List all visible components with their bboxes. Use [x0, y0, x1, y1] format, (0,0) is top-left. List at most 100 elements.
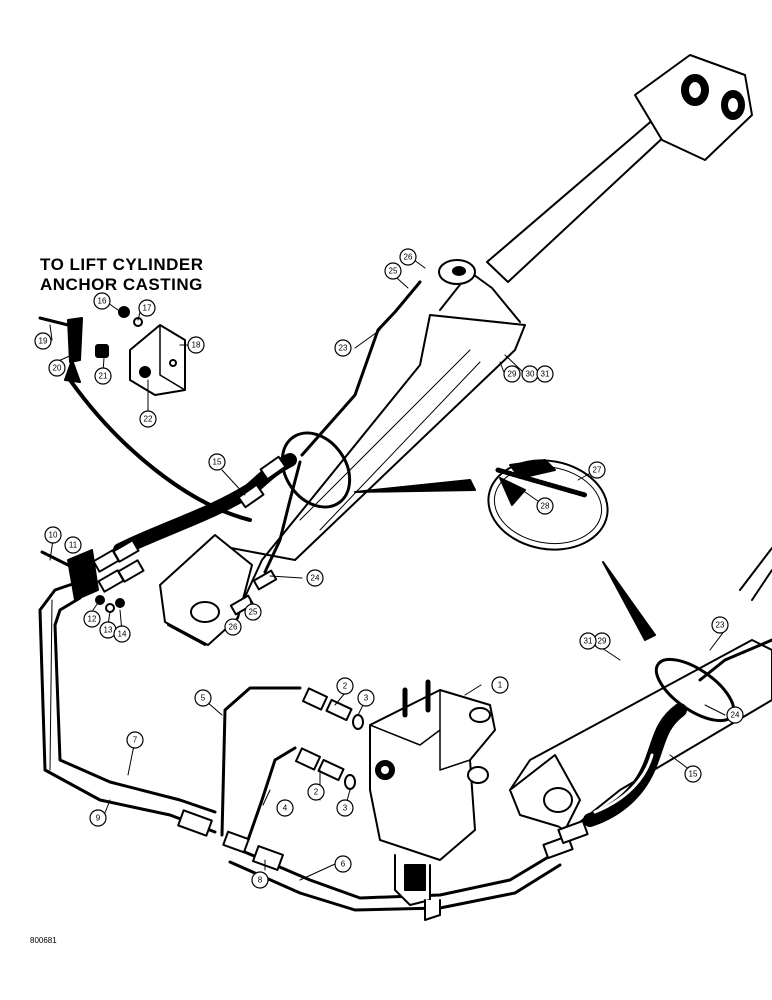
heading-line-1: TO LIFT CYLINDER: [40, 255, 204, 274]
callout-label: 23: [716, 621, 725, 630]
callout-label: 16: [98, 297, 107, 306]
clamp-band: [487, 459, 609, 551]
callout-circle: [34, 332, 52, 350]
bolt-19: [38, 316, 70, 327]
fitting-cluster-lower: [177, 809, 589, 871]
callout-15: 15: [208, 453, 226, 471]
callout-label: 29: [598, 637, 607, 646]
callout-label: 14: [118, 630, 127, 639]
callout-label: 29: [508, 370, 517, 379]
callout-label: 31: [584, 637, 593, 646]
callout-circle: [536, 497, 554, 515]
callout-circle: [276, 799, 294, 817]
callout-circle: [244, 603, 262, 621]
callout-label: 28: [541, 502, 550, 511]
adaptor-2-lower: [294, 747, 345, 782]
callout-11: 11: [64, 536, 82, 554]
callout-circle: [208, 453, 226, 471]
callout-label: 30: [526, 370, 535, 379]
left-rod-clevis: [634, 54, 753, 161]
callout-circle: [334, 855, 352, 873]
adaptor-2-upper: [301, 687, 353, 722]
callout-label: 21: [99, 372, 108, 381]
callout-circle: [113, 625, 131, 643]
callout-circle: [126, 731, 144, 749]
callout-circle: [579, 632, 597, 650]
callout-2: 2: [307, 783, 325, 801]
callout-7: 7: [126, 731, 144, 749]
callout-label: 25: [389, 267, 398, 276]
callout-label: 8: [258, 876, 263, 885]
callout-label: 31: [541, 370, 550, 379]
callout-label: 18: [192, 341, 201, 350]
anchor-bracket: [129, 324, 186, 396]
callout-19: 19: [34, 332, 52, 350]
callout-27: 27: [588, 461, 606, 479]
detail-pointer-left: [354, 479, 476, 493]
callout-label: 17: [143, 304, 152, 313]
right-lift-cylinder: [509, 547, 772, 831]
callout-3: 3: [336, 799, 354, 817]
callout-circle: [83, 610, 101, 628]
callout-label: 23: [339, 344, 348, 353]
tube-5: [220, 686, 302, 837]
clamp-screw: [509, 459, 556, 479]
callout-9: 9: [89, 809, 107, 827]
callout-circle: [224, 618, 242, 636]
callout-circle: [588, 461, 606, 479]
callout-21: 21: [94, 367, 112, 385]
fitting-cluster-left: [92, 539, 145, 593]
callout-label: 25: [249, 608, 258, 617]
callout-circle: [491, 676, 509, 694]
callout-circle: [44, 526, 62, 544]
callout-circle: [336, 799, 354, 817]
hose-clamp-detail: [487, 459, 609, 551]
o-ring-3-upper: [352, 714, 364, 730]
right-cylinder-rod: [739, 547, 772, 591]
left-cylinder-rod: [486, 117, 669, 283]
bracket-11: [67, 549, 99, 601]
callout-label: 11: [69, 541, 78, 550]
callout-label: 26: [404, 253, 413, 262]
leader-lines: [49, 256, 726, 881]
left-lift-cylinder: [159, 54, 753, 646]
tube-6: [238, 848, 562, 900]
callout-label: 24: [311, 574, 320, 583]
callout-label: 5: [201, 694, 206, 703]
callout-circle: [384, 262, 402, 280]
left-cylinder-clamp: [280, 431, 352, 509]
callout-17: 17: [138, 299, 156, 317]
callout-label: 3: [343, 804, 348, 813]
callout-label: 1: [498, 681, 503, 690]
callout-circle: [48, 359, 66, 377]
tube-7: [53, 596, 217, 814]
callout-24: 24: [726, 706, 744, 724]
callout-label: 4: [283, 804, 288, 813]
callout-label: 27: [593, 466, 602, 475]
callout-26: 26: [399, 248, 417, 266]
callout-10: 10: [44, 526, 62, 544]
callout-20: 20: [48, 359, 66, 377]
callout-31: 31: [536, 365, 554, 383]
callout-label: 19: [39, 337, 48, 346]
callout-circle: [399, 248, 417, 266]
callout-label: 15: [213, 458, 222, 467]
callout-circle: [94, 367, 112, 385]
callout-31: 31: [579, 632, 597, 650]
callout-circle: [187, 336, 205, 354]
nut-16: [118, 306, 130, 318]
callout-label: 9: [96, 814, 101, 823]
tube-23-lower: [698, 638, 772, 682]
tube-23-upper: [300, 280, 422, 457]
tube-9: [38, 576, 217, 834]
callout-14: 14: [113, 625, 131, 643]
callout-15: 15: [684, 765, 702, 783]
callout-16: 16: [93, 292, 111, 310]
callout-label: 20: [53, 364, 62, 373]
callout-12: 12: [83, 610, 101, 628]
figure-id: 800681: [30, 936, 57, 945]
callout-circle: [726, 706, 744, 724]
callout-circle: [93, 292, 111, 310]
washer-13: [105, 603, 115, 613]
